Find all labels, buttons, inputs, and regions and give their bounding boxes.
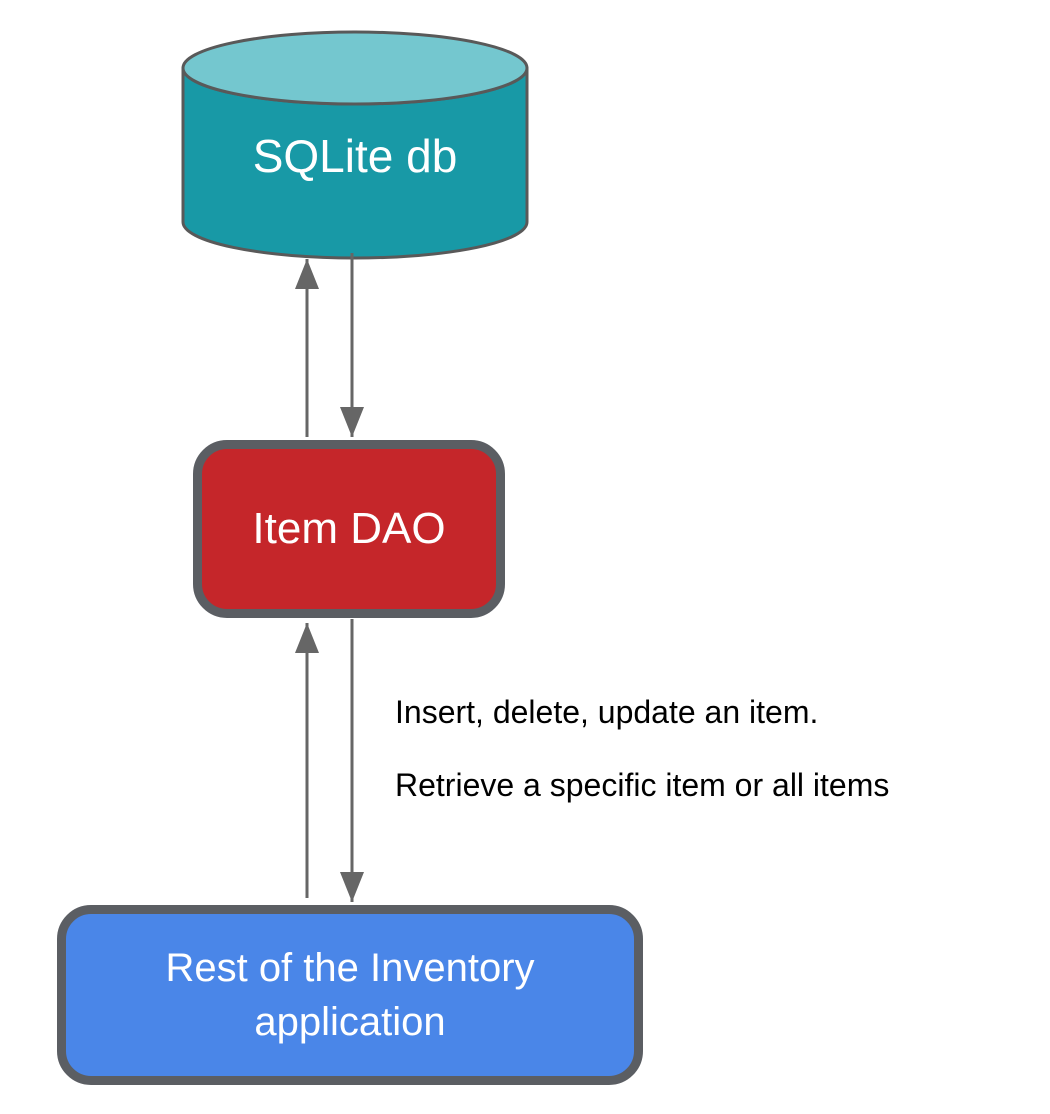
dao-node: Item DAO <box>193 440 505 618</box>
edge-label-line1: Insert, delete, update an item. <box>395 694 819 730</box>
dao-label: Item DAO <box>252 504 446 553</box>
edge-label-line2: Retrieve a specific item or all items <box>395 767 890 803</box>
app-node: Rest of the Inventory application <box>57 905 643 1085</box>
edge-label: Insert, delete, update an item. Retrieve… <box>395 694 889 840</box>
database-label: SQLite db <box>252 130 458 182</box>
database-cylinder-top <box>181 30 529 106</box>
app-label: Rest of the Inventory application <box>165 946 535 1044</box>
